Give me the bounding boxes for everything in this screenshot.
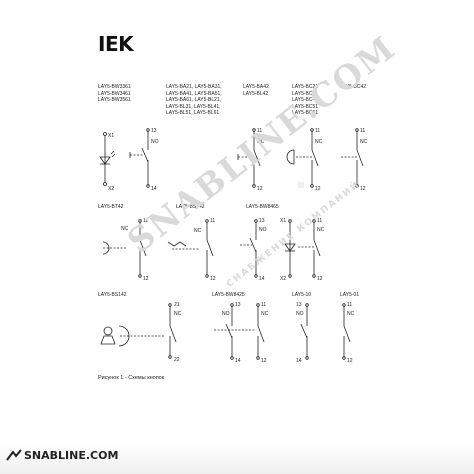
- term-12: 12: [347, 358, 353, 364]
- schematic-mushroom-nc-1: [286, 128, 319, 188]
- term-22: 22: [174, 357, 180, 363]
- label-bw3361: LAY5-BW3361 LAY5-BW3461 LAY5-BW3561: [98, 84, 131, 104]
- term-nc: NC: [121, 226, 129, 232]
- term-nc: NC: [194, 228, 202, 234]
- schematic-double-contact: [214, 303, 265, 360]
- term-no: NO: [296, 311, 304, 317]
- term-nc: NC: [360, 139, 368, 145]
- schematic-lay5-10: [300, 303, 309, 360]
- term-14: 14: [296, 358, 302, 364]
- term-no: NO: [222, 311, 230, 317]
- term-11: 11: [210, 218, 215, 224]
- label-bs142: LAY5-BS142: [98, 292, 127, 298]
- schematic-switch-13: [240, 219, 258, 278]
- label-ba42: LAY5-BA42 LAY5-BL42: [243, 84, 269, 97]
- term-13: 13: [151, 128, 157, 134]
- figure-caption: Рисунок 1 - Схемы кнопок: [98, 375, 165, 381]
- footer-site-link[interactable]: SNABLINE.COM: [24, 449, 119, 462]
- schematic-lamp-1: [99, 132, 116, 186]
- schematic-nc-button-3: [298, 219, 321, 278]
- label-bc42: LAY5-BC42: [340, 84, 367, 90]
- term-11: 11: [360, 128, 365, 134]
- term-nc: NC: [347, 311, 355, 317]
- snabline-logo-icon: [6, 449, 22, 461]
- term-11: 11: [315, 128, 320, 134]
- label-bt42: LAY5-BT42: [98, 204, 124, 210]
- term-12: 12: [317, 276, 323, 282]
- label-ba21-group: LAY5-BA21, LAY5-BA31, LAY5-BA41, LAY5-BA…: [166, 84, 222, 117]
- term-nc: NC: [261, 311, 269, 317]
- schematic-nc-button-2: [341, 128, 364, 188]
- term-13: 13: [235, 302, 241, 308]
- term-no: NO: [259, 227, 267, 233]
- schematic-nc-button-1: [237, 128, 261, 188]
- term-nc: NC: [174, 311, 182, 317]
- term-11: 11: [257, 128, 262, 134]
- term-nc: NC: [257, 139, 265, 145]
- schematic-lay5-01: [342, 303, 351, 360]
- schematic-key-button: [102, 219, 147, 278]
- term-13: 13: [259, 218, 265, 224]
- term-11: 11: [317, 218, 322, 224]
- label-bw8465: LAY5-BW8465: [246, 204, 279, 210]
- schematic-selector: [167, 219, 214, 278]
- term-11: 11: [347, 302, 352, 308]
- footer-bar: [0, 443, 474, 474]
- term-14: 14: [151, 186, 157, 192]
- label-lay5-10: LAY5-10: [292, 292, 312, 298]
- term-x2: X2: [280, 276, 286, 282]
- term-x1: X1: [108, 133, 114, 139]
- term-12: 12: [261, 358, 267, 364]
- label-bs542: LAY5-BS542: [176, 204, 205, 210]
- term-no: NO: [151, 139, 159, 145]
- term-nc: NC: [317, 227, 325, 233]
- label-bc21-group: LAY5-BC21 LAY5-BC31 LAY5-BC41 LAY5-BC51 …: [292, 84, 319, 117]
- term-13: 13: [296, 302, 302, 308]
- term-21: 21: [174, 302, 180, 308]
- term-14: 14: [235, 358, 241, 364]
- term-x1: X1: [280, 218, 286, 224]
- label-bw8425: LAY5-BW8425: [212, 292, 245, 298]
- label-lay5-01: LAY5-01: [340, 292, 360, 298]
- term-nc: NC: [315, 139, 323, 145]
- term-12: 12: [143, 276, 149, 282]
- iek-logo: IEK: [98, 32, 134, 56]
- term-11: 11: [261, 302, 266, 308]
- schematic-no-button-1: [129, 128, 150, 188]
- term-12: 12: [315, 186, 321, 192]
- term-x2: X2: [108, 186, 114, 192]
- term-12: 12: [360, 186, 366, 192]
- schematic-emergency-button: [100, 303, 177, 359]
- term-11: 11: [143, 218, 148, 224]
- term-14: 14: [259, 276, 265, 282]
- term-12: 12: [210, 276, 216, 282]
- term-12: 12: [257, 186, 263, 192]
- schematic-lamp-2: [284, 219, 296, 278]
